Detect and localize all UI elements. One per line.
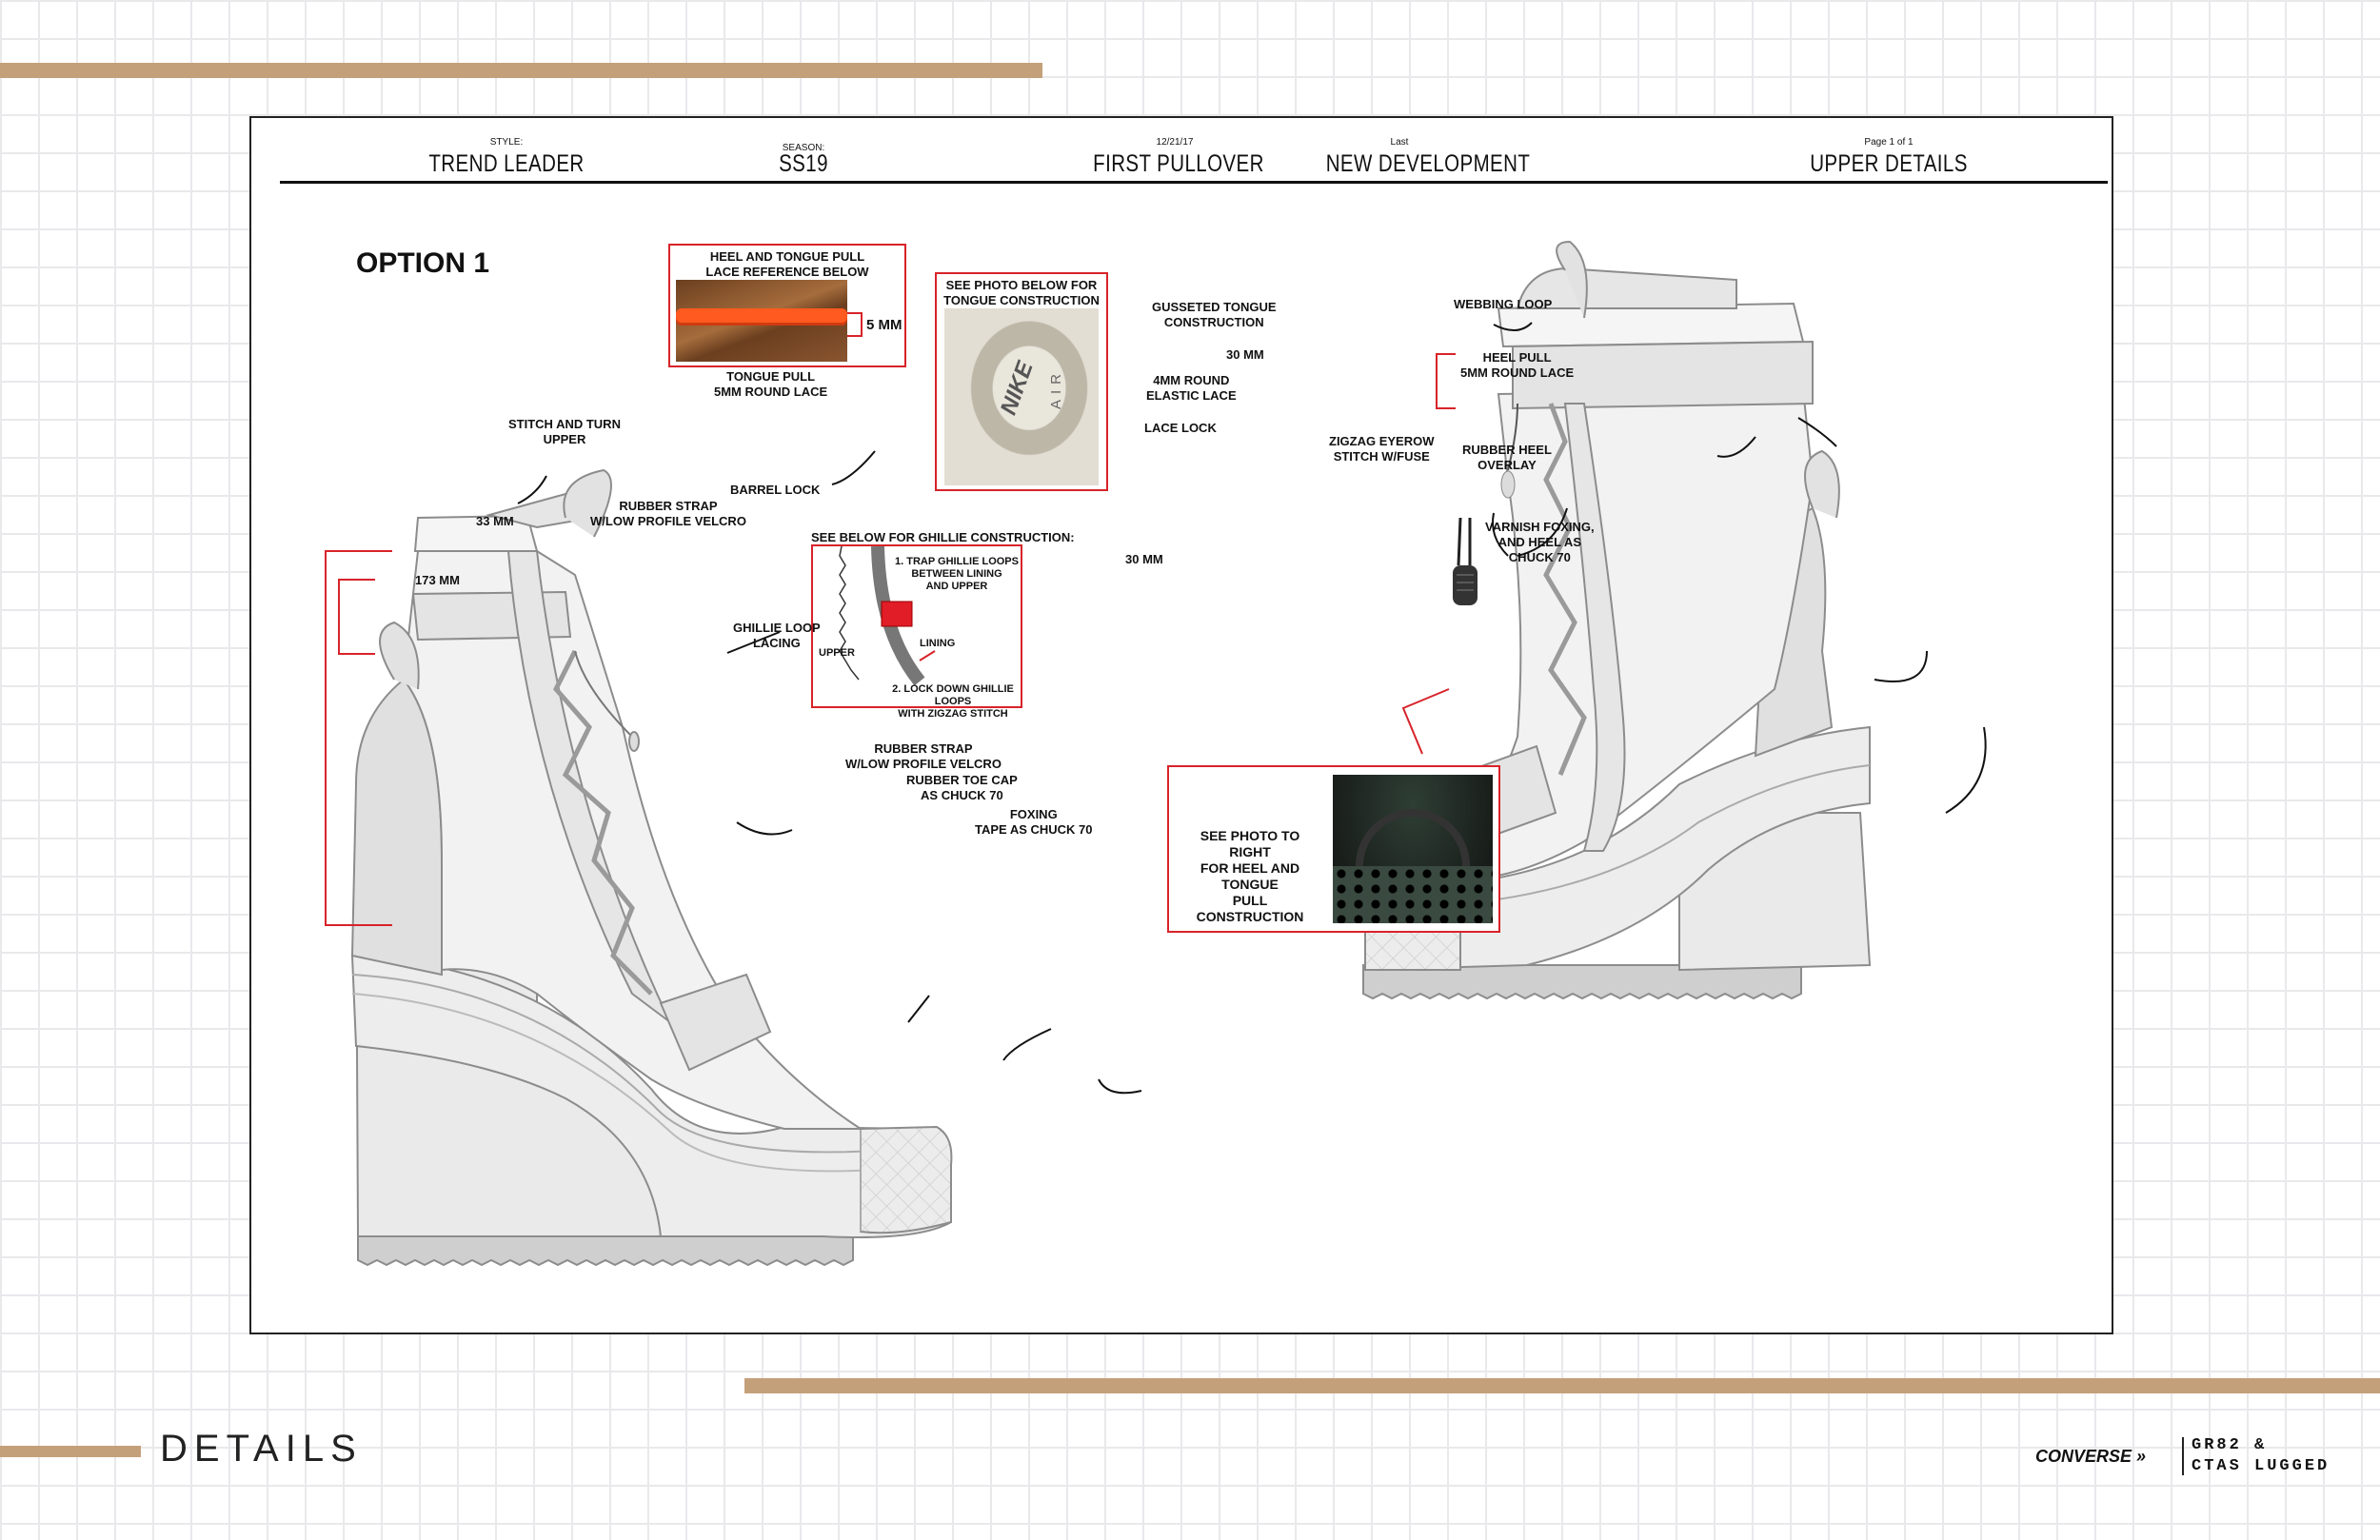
tongue-photo: NIKE AIR xyxy=(944,308,1099,485)
left-dimensions xyxy=(325,550,392,926)
page-value: UPPER DETAILS xyxy=(1810,150,1968,177)
season-value: SS19 xyxy=(779,150,828,177)
lace-reference-label: HEEL AND TONGUE PULL LACE REFERENCE BELO… xyxy=(705,249,869,279)
nike-logo-text: NIKE xyxy=(995,358,1039,419)
rubber-strap-top-label: RUBBER STRAP W/LOW PROFILE VELCRO xyxy=(590,499,746,528)
right-dimensions xyxy=(1401,353,1456,755)
converse-logo: CONVERSE » xyxy=(2035,1447,2146,1467)
heel-overlay-label: RUBBER HEEL OVERLAY xyxy=(1462,443,1552,472)
page-title: DETAILS xyxy=(160,1428,363,1470)
chevron-right-icon: » xyxy=(2136,1447,2147,1466)
last-value: NEW DEVELOPMENT xyxy=(1325,150,1531,177)
tech-sheet: STYLE: TREND LEADER SEASON: SS19 12/21/1… xyxy=(249,116,2113,1334)
orange-lace xyxy=(676,308,847,326)
brand-text: CONVERSE xyxy=(2035,1447,2132,1466)
varnish-foxing-label: VARNISH FOXING, AND HEEL AS CHUCK 70 xyxy=(1485,520,1595,564)
season-caption: SEASON: xyxy=(782,143,825,153)
ghillie-diagram xyxy=(839,546,936,686)
five-mm-label: 5 MM xyxy=(866,317,902,333)
lace-lock-label: LACE LOCK xyxy=(1144,421,1217,435)
lace-dimension-marker xyxy=(847,312,863,337)
dimension-173mm: 173 MM xyxy=(415,573,460,587)
footer-accent-bar xyxy=(0,1446,141,1457)
dimension-30mm-top: 30 MM xyxy=(1226,347,1264,362)
model-line-2: CTAS LUGGED xyxy=(2192,1457,2330,1475)
foxing-tape-label: FOXING TAPE AS CHUCK 70 xyxy=(975,807,1093,837)
lock-down-label: 2. LOCK DOWN GHILLIE LOOPS WITH ZIGZAG S… xyxy=(892,683,1014,720)
lace-reference-box: HEEL AND TONGUE PULL LACE REFERENCE BELO… xyxy=(668,244,906,367)
header-rule xyxy=(280,181,2108,184)
dimension-33mm: 33 MM xyxy=(476,514,514,528)
rubber-strap-low-label: RUBBER STRAP W/LOW PROFILE VELCRO xyxy=(845,741,1002,771)
zigzag-label: ZIGZAG EYEROW STITCH W/FUSE xyxy=(1329,434,1435,464)
style-caption: STYLE: xyxy=(489,137,524,148)
heel-photo-label: SEE PHOTO TO RIGHT FOR HEEL AND TONGUE P… xyxy=(1196,828,1304,924)
trap-loops-label: 1. TRAP GHILLIE LOOPS BETWEEN LINING AND… xyxy=(895,556,1019,592)
left-boot xyxy=(350,468,953,1267)
date-value: FIRST PULLOVER xyxy=(1093,150,1264,177)
dimension-30mm-low: 30 MM xyxy=(1125,552,1163,566)
option-title: OPTION 1 xyxy=(356,247,490,279)
lace-lock-icon xyxy=(1453,403,1518,605)
top-accent-bar xyxy=(0,63,1042,78)
leader-arrows xyxy=(517,322,1987,1095)
heel-pull-loop xyxy=(1356,809,1470,866)
ghillie-lacing-label: GHILLIE LOOP LACING xyxy=(733,621,821,650)
last-caption: Last xyxy=(1390,137,1409,148)
date-caption: 12/21/17 xyxy=(1156,137,1194,148)
air-logo-text: AIR xyxy=(1048,367,1065,410)
webbing-loop-label: WEBBING LOOP xyxy=(1454,297,1553,311)
lining-label: LINING xyxy=(920,638,956,649)
page-caption: Page 1 of 1 xyxy=(1864,137,1914,148)
lace-photo xyxy=(676,280,847,362)
elastic-lace-label: 4MM ROUND ELASTIC LACE xyxy=(1146,373,1237,403)
upper-label: UPPER xyxy=(819,647,855,659)
heel-photo-box: SEE PHOTO TO RIGHT FOR HEEL AND TONGUE P… xyxy=(1167,765,1500,933)
model-name: GR82 & CTAS LUGGED xyxy=(2192,1435,2330,1477)
stitch-turn-label: STITCH AND TURN UPPER xyxy=(508,417,621,446)
perforated-lining xyxy=(1333,866,1493,923)
bottom-accent-bar xyxy=(744,1378,2380,1393)
tongue-photo-box: SEE PHOTO BELOW FOR TONGUE CONSTRUCTION … xyxy=(935,272,1108,491)
gusseted-tongue-label: GUSSETED TONGUE CONSTRUCTION xyxy=(1152,300,1277,329)
model-line-1: GR82 & xyxy=(2192,1436,2268,1454)
style-value: TREND LEADER xyxy=(428,150,585,177)
brand-divider xyxy=(2182,1437,2184,1475)
toe-cap-label: RUBBER TOE CAP AS CHUCK 70 xyxy=(906,773,1018,802)
barrel-lock-label: BARREL LOCK xyxy=(730,483,821,497)
tongue-pull-label: TONGUE PULL 5MM ROUND LACE xyxy=(714,369,828,399)
tongue-photo-label: SEE PHOTO BELOW FOR TONGUE CONSTRUCTION xyxy=(943,278,1100,307)
heel-photo xyxy=(1333,775,1493,923)
ghillie-construction-box: 1. TRAP GHILLIE LOOPS BETWEEN LINING AND… xyxy=(811,544,1022,720)
ghillie-title: SEE BELOW FOR GHILLIE CONSTRUCTION: xyxy=(811,530,1075,544)
heel-pull-label: HEEL PULL 5MM ROUND LACE xyxy=(1460,350,1575,380)
